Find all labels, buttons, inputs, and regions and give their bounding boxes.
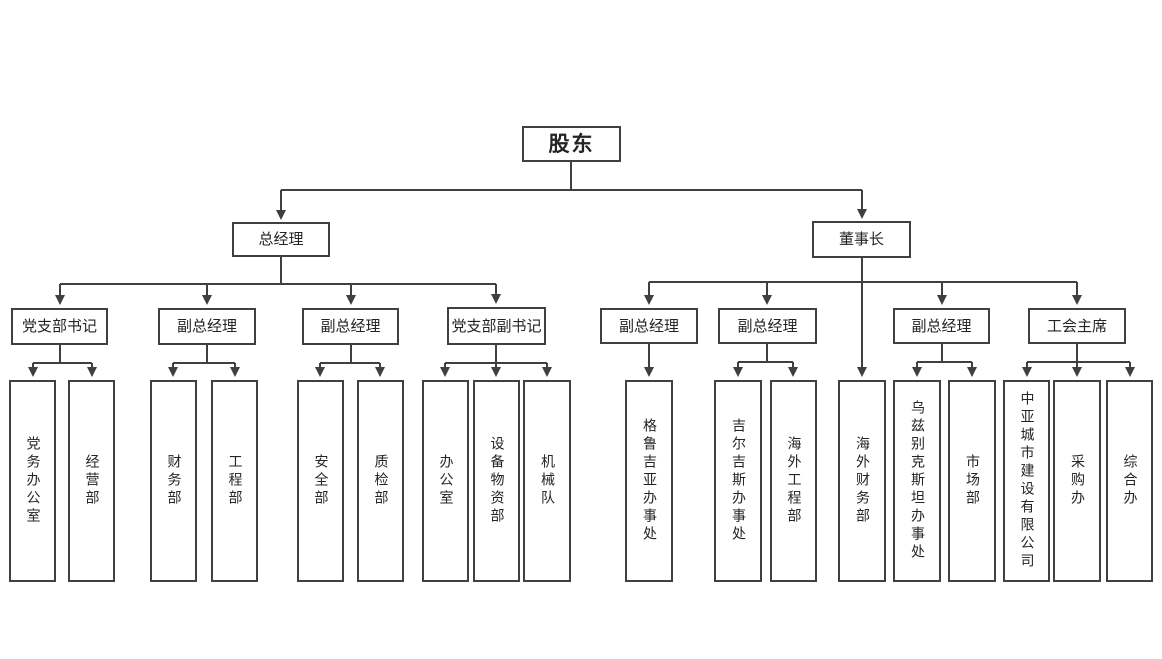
org-node-party-branch-secretary: 党支部书记 [11, 308, 108, 345]
org-node-central-asia-company: 中亚城市建设有限公司 [1003, 380, 1050, 582]
org-node-finance-dept: 财务部 [150, 380, 197, 582]
org-node-georgia-office: 格鲁吉亚办事处 [625, 380, 673, 582]
node-label: 工程部 [226, 454, 243, 508]
org-node-deputy-gm-5: 副总经理 [893, 308, 990, 344]
node-label: 财务部 [165, 454, 182, 508]
org-node-equipment-materials-dept: 设备物资部 [473, 380, 520, 582]
node-label: 中亚城市建设有限公司 [1018, 391, 1035, 571]
org-node-deputy-gm-2: 副总经理 [302, 308, 399, 345]
node-label: 采购办 [1069, 454, 1085, 508]
node-label: 吉尔吉斯办事处 [730, 418, 746, 544]
org-node-party-affairs-office: 党务办公室 [9, 380, 56, 582]
org-node-market-dept: 市场部 [948, 380, 996, 582]
org-node-machinery-team: 机械队 [523, 380, 571, 582]
node-label: 海外工程部 [785, 436, 802, 526]
org-node-chairman: 董事长 [812, 221, 911, 258]
org-node-uzbekistan-office: 乌兹别克斯坦办事处 [893, 380, 941, 582]
node-label: 海外财务部 [854, 436, 870, 526]
org-node-union-chairman: 工会主席 [1028, 308, 1126, 344]
node-label: 综合办 [1121, 454, 1138, 508]
org-node-deputy-gm-3: 副总经理 [600, 308, 698, 344]
node-label: 市场部 [964, 454, 980, 508]
node-label: 办公室 [437, 454, 454, 508]
org-node-quality-dept: 质检部 [357, 380, 404, 582]
org-node-overseas-finance-dept: 海外财务部 [838, 380, 886, 582]
org-node-general-manager: 总经理 [232, 222, 330, 257]
org-node-business-dept: 经营部 [68, 380, 115, 582]
org-node-shareholders: 股东 [522, 126, 621, 162]
node-label: 党务办公室 [24, 436, 41, 526]
org-node-procurement-office: 采购办 [1053, 380, 1101, 582]
org-node-engineering-dept: 工程部 [211, 380, 258, 582]
node-label: 机械队 [539, 454, 555, 508]
node-label: 安全部 [312, 454, 329, 508]
org-node-office: 办公室 [422, 380, 469, 582]
org-node-deputy-gm-1: 副总经理 [158, 308, 256, 345]
org-node-kyrgyzstan-office: 吉尔吉斯办事处 [714, 380, 762, 582]
org-node-general-office: 综合办 [1106, 380, 1153, 582]
org-node-deputy-gm-4: 副总经理 [718, 308, 817, 344]
node-label: 乌兹别克斯坦办事处 [909, 400, 925, 562]
node-label: 质检部 [372, 454, 389, 508]
org-node-overseas-engineering-dept: 海外工程部 [770, 380, 817, 582]
org-node-safety-dept: 安全部 [297, 380, 344, 582]
org-node-deputy-party-branch-secretary: 党支部副书记 [447, 307, 546, 345]
node-label: 设备物资部 [488, 436, 505, 526]
node-label: 经营部 [83, 454, 100, 508]
node-label: 格鲁吉亚办事处 [641, 418, 657, 544]
